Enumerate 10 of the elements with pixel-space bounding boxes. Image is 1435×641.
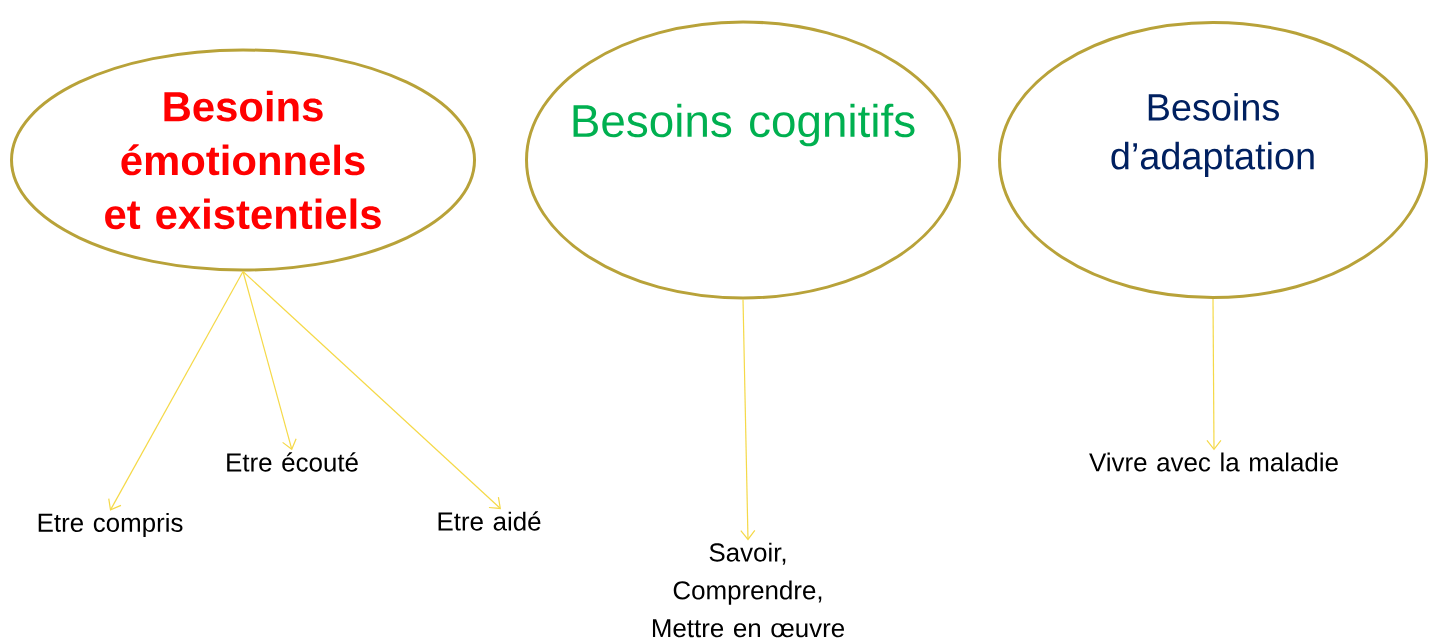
arrow (108, 270, 244, 511)
node-label: Vivre avec la maladie (1089, 452, 1338, 472)
node-label: Etre compris (38, 512, 183, 538)
node-label: Etre aidé (438, 511, 541, 531)
arrow (740, 298, 756, 541)
node-label: Savoir, Comprendre, Mettre en œuvre (652, 542, 844, 638)
arrow (242, 270, 297, 451)
arrow (1206, 298, 1222, 451)
node-label: Etre écouté (227, 452, 358, 472)
arrow (242, 270, 501, 510)
